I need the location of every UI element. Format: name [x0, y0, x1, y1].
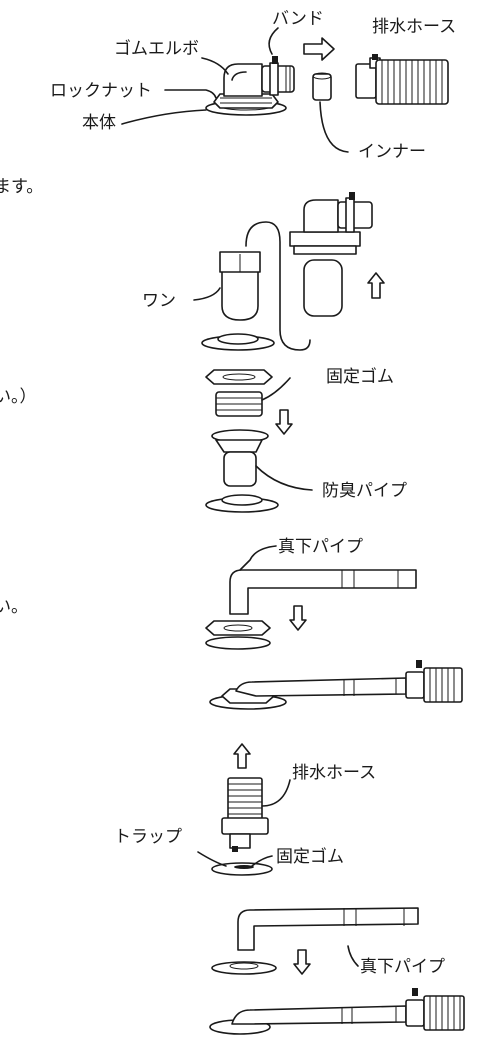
- label-straight-pipe-2: 真下パイプ: [360, 957, 445, 977]
- trap-base: [211, 862, 273, 876]
- arrow-up-icon: [367, 272, 385, 299]
- step4-assembly: [197, 743, 465, 1035]
- arrow-right-icon: [303, 37, 335, 61]
- wan-cup: [221, 257, 259, 321]
- label-band: バンド: [272, 9, 324, 29]
- nut-part: [205, 369, 273, 385]
- pipe-with-elbow: [289, 192, 373, 317]
- label-straight-pipe-1: 真下パイプ: [278, 537, 363, 557]
- arrow-down-icon-2: [289, 605, 307, 631]
- label-drain-hose-top: 排水ホース: [372, 17, 456, 37]
- label-wan: ワン: [142, 291, 176, 311]
- label-body: 本体: [82, 113, 116, 133]
- nut-part-2: [205, 620, 271, 636]
- cut-text-3: い。: [0, 597, 28, 617]
- assembled-pipe: [235, 677, 407, 697]
- straight-pipe-1-part: [229, 569, 417, 615]
- label-deodorizing-pipe: 防臭パイプ: [322, 481, 407, 501]
- cut-text-2: い。）: [0, 387, 37, 407]
- deodorizing-pipe-part: [211, 429, 269, 487]
- step3-assembly: [205, 545, 463, 710]
- arrow-down-icon-3: [293, 949, 311, 975]
- inner-part: [312, 73, 332, 101]
- label-rubber-elbow: ゴムエルボ: [114, 38, 199, 59]
- drain-hose-2-part: [221, 777, 269, 852]
- label-drain-hose-2: 排水ホース: [292, 763, 376, 783]
- drain-hose-top-part: [355, 54, 449, 105]
- cut-text-1: ます。: [0, 177, 43, 197]
- rubber-elbow: [223, 63, 263, 97]
- label-lock-nut: ロックナット: [50, 81, 152, 101]
- label-fixing-rubber-1: 固定ゴム: [326, 366, 394, 387]
- step2-assembly: [193, 192, 385, 513]
- arrow-down-icon: [275, 409, 293, 435]
- straight-pipe-2-part: [237, 907, 419, 951]
- label-trap: トラップ: [114, 827, 182, 847]
- label-inner: インナー: [358, 142, 426, 162]
- step1-assembly: [121, 27, 449, 153]
- arrow-up-icon-2: [233, 743, 251, 769]
- label-fixing-rubber-2: 固定ゴム: [276, 846, 344, 867]
- assembled-pipe-2: [231, 1005, 407, 1025]
